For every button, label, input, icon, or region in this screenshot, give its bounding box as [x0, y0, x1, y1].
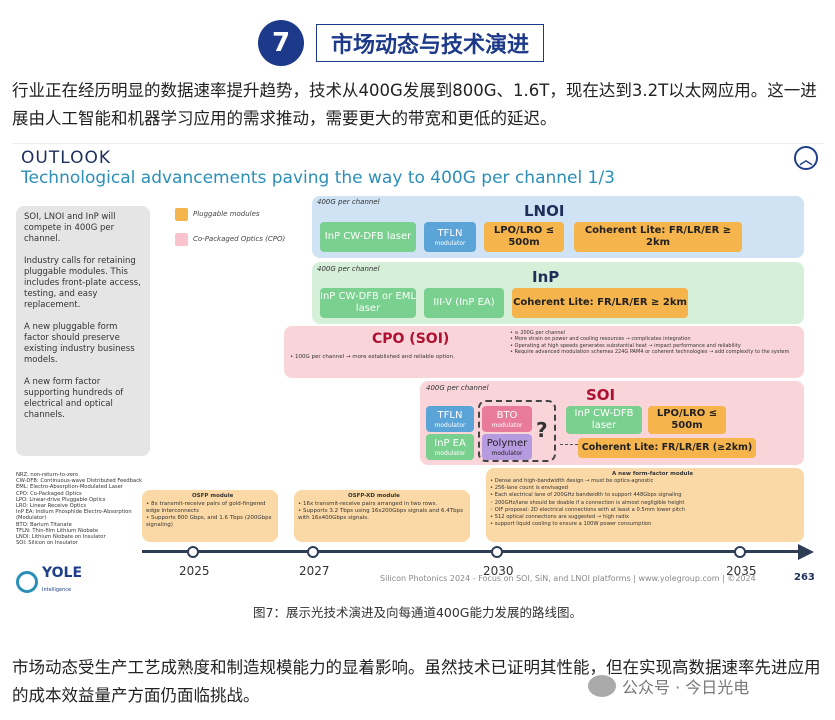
year-2025: 2025 — [179, 564, 210, 578]
osfpxd-text: • 16x transmit-receive pairs arranged in… — [298, 501, 463, 521]
inp-title: InP — [532, 268, 560, 286]
soi-title: SOI — [586, 386, 616, 404]
figure-source: Silicon Photonics 2024 - Focus on SOI, S… — [380, 574, 756, 583]
collapse-up-icon[interactable]: ︿ — [794, 146, 818, 170]
notes-panel: SOI, LNOI and InP will compete in 400G p… — [16, 206, 150, 456]
note-1: SOI, LNOI and InP will compete in 400G p… — [24, 212, 116, 244]
intro-paragraph: 行业正在经历明显的数据速率提升趋势，技术从400G发展到800G、1.6T，现在… — [12, 81, 817, 128]
legend-pluggable: Pluggable modules — [193, 210, 260, 218]
soi-coherent: Coherent Lite: FR/LR/ER (≥2km) — [578, 438, 756, 458]
watermark: 公众号 · 今日光电 — [588, 674, 749, 698]
year-2030: 2030 — [483, 564, 514, 578]
note-3: A new pluggable form factor should prese… — [24, 322, 135, 365]
newform-text: • Dense and high-bandwidth design → must… — [490, 478, 686, 528]
section-title: 市场动态与技术演进 — [316, 24, 545, 62]
watermark-text: 公众号 · 今日光电 — [622, 678, 750, 697]
abbreviation-list: NRZ: non-return-to-zero CW-DFB: Continuo… — [16, 472, 143, 547]
newform-box — [486, 468, 804, 542]
cpo-band — [284, 326, 804, 378]
cpo-left-note: • 100G per channel → more established an… — [290, 354, 455, 360]
legend-cpo-swatch — [175, 233, 188, 246]
lnoi-lpo: LPO/LRO ≤ 500m — [484, 222, 564, 252]
wechat-icon — [588, 675, 616, 697]
roadmap-figure: OUTLOOK Technological advancements pavin… — [12, 143, 824, 595]
section-heading: 7 市场动态与技术演进 — [258, 20, 545, 66]
timeline-axis — [142, 550, 802, 553]
year-2027: 2027 — [299, 564, 330, 578]
timeline-arrowhead — [798, 544, 814, 560]
legend-cpo: Co-Packaged Optics (CPO) — [193, 235, 286, 243]
legend-pluggable-swatch — [175, 208, 188, 221]
note-2: Industry calls for retaining pluggable m… — [24, 256, 141, 310]
lnoi-title: LNOI — [524, 202, 565, 220]
inp-iiiv: III-V (InP EA) — [424, 288, 504, 318]
soi-inp-laser: InP CW-DFB laser — [566, 406, 642, 434]
cpo-title: CPO (SOI) — [372, 331, 450, 347]
section-number: 7 — [258, 20, 304, 66]
year-2035: 2035 — [726, 564, 757, 578]
inp-coherent: Coherent Lite: FR/LR/ER ≥ 2km — [512, 288, 688, 318]
soi-lpo: LPO/LRO ≤ 500m — [648, 406, 726, 434]
figure-subtitle: Technological advancements paving the wa… — [21, 168, 615, 188]
inp-label: 400G per channel — [317, 265, 380, 273]
yole-logo: YOLE Intelligence — [16, 566, 82, 595]
figure-caption: 图7：展示光技术演进及向每通道400G能力发展的路线图。 — [253, 605, 582, 620]
soi-question-mark: ? — [536, 418, 548, 442]
osfpxd-box — [294, 490, 470, 542]
soi-dashed-group — [478, 400, 556, 462]
soi-arrow-connector — [560, 444, 578, 445]
outlook-heading: OUTLOOK — [21, 148, 111, 168]
inp-laser: InP CW-DFB or EML laser — [320, 288, 416, 318]
note-4: A new form factor supporting hundreds of… — [24, 377, 124, 420]
closing-paragraph: 市场动态受生产工艺成熟度和制造规模能力的显着影响。虽然技术已证明其性能，但在实现… — [12, 658, 821, 705]
osfp-box — [142, 490, 278, 542]
logo-ring-icon — [16, 570, 38, 593]
lnoi-coherent: Coherent Lite: FR/LR/ER ≥ 2km — [574, 222, 742, 252]
logo-sub: Intelligence — [42, 587, 72, 593]
figure-page-number: 263 — [794, 572, 815, 583]
tick-2027 — [307, 546, 319, 558]
lnoi-label: 400G per channel — [317, 198, 380, 206]
tick-2035 — [734, 546, 746, 558]
soi-label: 400G per channel — [426, 384, 489, 392]
tick-2030 — [491, 546, 503, 558]
osfp-text: • 8x transmit-receive pairs of gold-fing… — [146, 501, 272, 528]
newform-title: A new form-factor module — [612, 471, 694, 477]
lnoi-inp-laser: InP CW-DFB laser — [320, 222, 416, 252]
logo-name: YOLE — [42, 565, 83, 581]
tick-2025 — [187, 546, 199, 558]
osfpxd-title: OSFP-XD module — [348, 493, 400, 499]
osfp-title: OSFP module — [192, 493, 234, 499]
cpo-right-note: • ≥ 200G per channel • More strain on po… — [510, 330, 790, 355]
